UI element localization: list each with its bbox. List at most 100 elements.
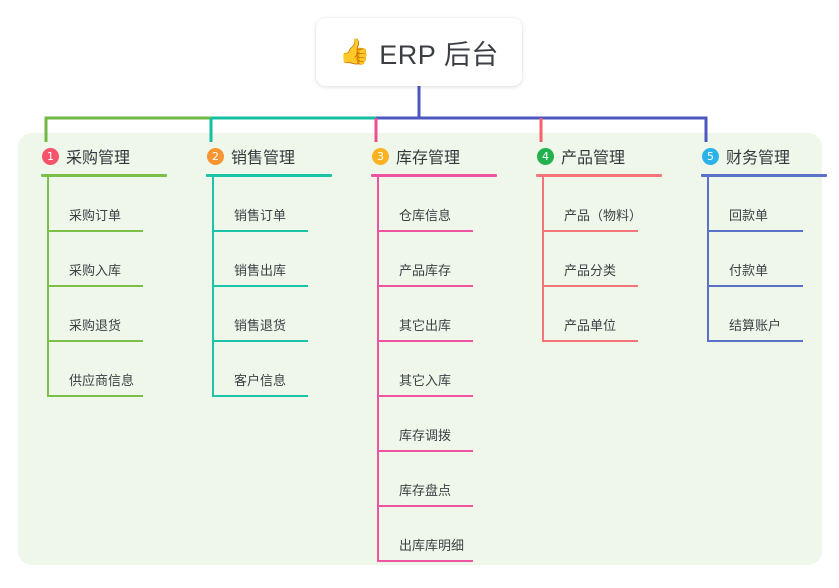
category-header[interactable]: 5 财务管理 <box>682 145 839 167</box>
category-column: 1 采购管理采购订单采购入库采购退货供应商信息 <box>22 145 182 397</box>
category-item[interactable]: 销售出库 <box>212 232 312 287</box>
category-item[interactable]: 采购订单 <box>47 177 147 232</box>
category-underline <box>206 174 332 177</box>
category-number-badge: 5 <box>702 147 719 165</box>
category-item[interactable]: 库存盘点 <box>377 452 477 507</box>
category-item-underline <box>377 230 473 232</box>
root-node-card[interactable]: 👍 ERP 后台 <box>316 18 522 86</box>
category-item-label: 采购退货 <box>69 318 122 333</box>
category-item-underline <box>47 285 143 287</box>
category-item-list: 销售订单销售出库销售退货客户信息 <box>212 177 347 397</box>
category-item[interactable]: 其它出库 <box>377 287 477 342</box>
category-column: 3 库存管理仓库信息产品库存其它出库其它入库库存调拨库存盘点出库库明细 <box>352 145 512 562</box>
category-spine <box>542 177 544 342</box>
category-item-label: 回款单 <box>729 208 769 223</box>
category-spine <box>377 177 379 562</box>
category-item-list: 回款单付款单结算账户 <box>707 177 839 342</box>
category-item-label: 产品（物料） <box>564 208 643 223</box>
category-item-underline <box>377 340 473 342</box>
thumbs-up-icon: 👍 <box>339 37 371 66</box>
category-item[interactable]: 库存调拨 <box>377 397 477 452</box>
category-item[interactable]: 销售退货 <box>212 287 312 342</box>
diagram-panel-background <box>18 133 822 565</box>
category-item-label: 客户信息 <box>234 373 287 388</box>
category-title: 库存管理 <box>396 150 461 167</box>
category-item-label: 出库库明细 <box>399 538 465 553</box>
category-header[interactable]: 2 销售管理 <box>187 145 347 167</box>
category-item-label: 产品单位 <box>564 318 617 333</box>
category-column: 2 销售管理销售订单销售出库销售退货客户信息 <box>187 145 347 397</box>
category-item-underline <box>542 285 638 287</box>
category-item-underline <box>212 340 308 342</box>
category-item-label: 采购订单 <box>69 208 122 223</box>
category-item[interactable]: 产品库存 <box>377 232 477 287</box>
category-item-label: 库存调拨 <box>399 428 452 443</box>
category-number-badge: 2 <box>207 147 224 165</box>
category-item[interactable]: 付款单 <box>707 232 807 287</box>
root-node-title: ERP 后台 <box>379 39 499 70</box>
category-item-underline <box>377 505 473 507</box>
category-item-label: 其它入库 <box>399 373 452 388</box>
category-item-label: 采购入库 <box>69 263 122 278</box>
category-item-underline <box>212 230 308 232</box>
category-item[interactable]: 结算账户 <box>707 287 807 342</box>
category-item[interactable]: 回款单 <box>707 177 807 232</box>
category-item-label: 销售出库 <box>234 263 287 278</box>
category-item-underline <box>212 285 308 287</box>
category-item-label: 销售退货 <box>234 318 287 333</box>
category-item-underline <box>707 285 803 287</box>
category-item-label: 其它出库 <box>399 318 452 333</box>
category-item-list: 仓库信息产品库存其它出库其它入库库存调拨库存盘点出库库明细 <box>377 177 512 562</box>
category-spine <box>212 177 214 397</box>
category-title: 销售管理 <box>231 150 296 167</box>
category-item[interactable]: 产品分类 <box>542 232 642 287</box>
category-title: 采购管理 <box>66 150 131 167</box>
category-header[interactable]: 4 产品管理 <box>517 145 677 167</box>
category-item[interactable]: 供应商信息 <box>47 342 147 397</box>
category-item-underline <box>377 285 473 287</box>
category-number-badge: 3 <box>372 147 389 165</box>
category-item[interactable]: 仓库信息 <box>377 177 477 232</box>
category-item[interactable]: 产品（物料） <box>542 177 642 232</box>
category-item-underline <box>707 230 803 232</box>
category-item-label: 付款单 <box>729 263 769 278</box>
category-number-badge: 1 <box>42 147 59 165</box>
category-item-label: 产品库存 <box>399 263 452 278</box>
category-item[interactable]: 产品单位 <box>542 287 642 342</box>
category-item-underline <box>542 230 638 232</box>
category-item-label: 销售订单 <box>234 208 287 223</box>
category-column: 4 产品管理产品（物料） 产品分类产品单位 <box>517 145 677 342</box>
category-item[interactable]: 采购入库 <box>47 232 147 287</box>
category-header[interactable]: 1 采购管理 <box>22 145 182 167</box>
category-spine <box>47 177 49 397</box>
category-title: 产品管理 <box>561 150 626 167</box>
category-item[interactable]: 销售订单 <box>212 177 312 232</box>
category-item-underline <box>47 230 143 232</box>
category-item[interactable]: 客户信息 <box>212 342 312 397</box>
category-item-underline <box>377 395 473 397</box>
category-item[interactable]: 采购退货 <box>47 287 147 342</box>
category-item-underline <box>47 340 143 342</box>
category-item-underline <box>542 340 638 342</box>
category-number-badge: 4 <box>537 147 554 165</box>
category-item-underline <box>377 450 473 452</box>
category-item-underline <box>47 395 143 397</box>
category-column: 5 财务管理回款单付款单结算账户 <box>682 145 839 342</box>
category-columns: 1 采购管理采购订单采购入库采购退货供应商信息 2 销售管理销售订单销售出库销售退货客… <box>0 145 839 575</box>
category-item-underline <box>377 560 473 562</box>
category-header[interactable]: 3 库存管理 <box>352 145 512 167</box>
category-item-list: 产品（物料） 产品分类产品单位 <box>542 177 677 342</box>
category-underline <box>701 174 827 177</box>
category-item[interactable]: 其它入库 <box>377 342 477 397</box>
category-item[interactable]: 出库库明细 <box>377 507 477 562</box>
category-spine <box>707 177 709 342</box>
category-underline <box>536 174 662 177</box>
category-item-underline <box>212 395 308 397</box>
category-item-label: 仓库信息 <box>399 208 452 223</box>
category-item-label: 结算账户 <box>729 318 782 333</box>
category-underline <box>41 174 167 177</box>
category-item-label: 产品分类 <box>564 263 617 278</box>
category-title: 财务管理 <box>726 150 791 167</box>
